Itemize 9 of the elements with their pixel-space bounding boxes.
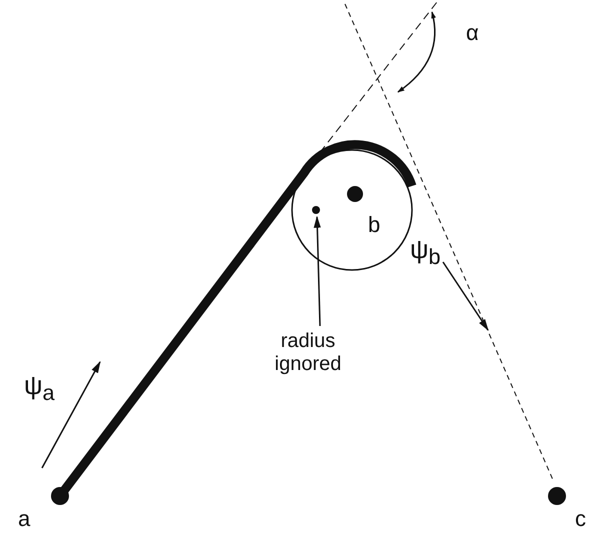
point-label: c [575,508,586,530]
point-label: a [18,508,30,530]
leader-line [314,216,321,326]
marker-dot [312,206,320,214]
point-label: b [368,214,380,236]
symbol-label: ψ$_{b}$ [410,236,441,268]
angle-label: α [466,22,479,44]
symbol-label: ψ$_{a}$ [24,372,55,404]
annotation-text: radius ignored [258,330,358,376]
